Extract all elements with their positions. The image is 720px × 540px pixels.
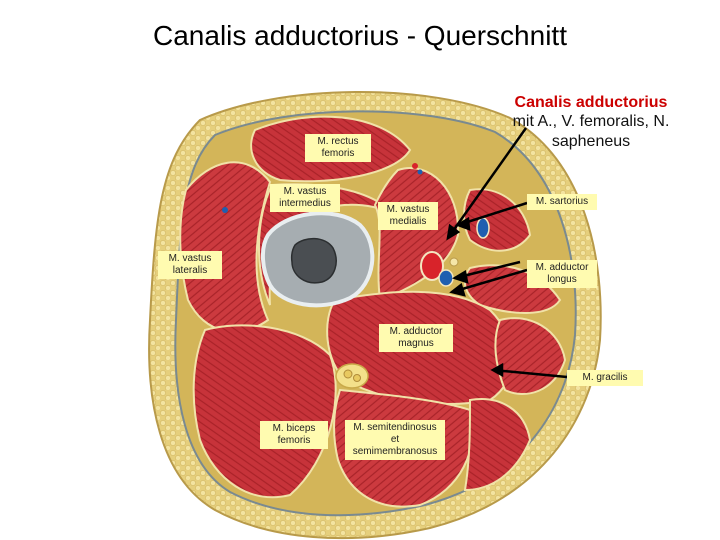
bone-marrow [290, 237, 337, 284]
semimembranosus-muscle [463, 398, 532, 492]
label-vastus-intermedius: M. vastus intermedius [270, 184, 340, 212]
label-rectus-femoris: M. rectus femoris [305, 134, 371, 162]
label-vastus-lateralis: M. vastus lateralis [158, 251, 222, 279]
femoral-artery [420, 251, 444, 281]
canal-caption: Canalis adductorius mit A., V. femoralis… [486, 94, 696, 152]
page-title: Canalis adductorius - Querschnitt [153, 20, 567, 51]
saphenous-nerve [449, 257, 459, 267]
label-adductor-magnus: M. adductor magnus [379, 324, 453, 352]
canal-caption-text: mit A., V. femoralis, N. sapheneus [512, 113, 670, 150]
label-biceps-femoris: M. biceps femoris [260, 421, 328, 449]
pointer-arrows [446, 127, 568, 379]
label-gracilis: M. gracilis [567, 370, 643, 386]
label-sartorius: M. sartorius [527, 194, 597, 210]
vastus-lateralis-muscle [179, 161, 272, 333]
label-vastus-medialis: M. vastus medialis [378, 202, 438, 230]
label-semitendinosus-semimembranosus: M. semitendinosus et semimembranosus [345, 420, 445, 460]
biceps-femoris-muscle [192, 324, 337, 499]
great-saphenous-vein [476, 217, 490, 239]
canal-caption-heading: Canalis adductorius [514, 94, 668, 111]
femoral-vein [438, 269, 454, 287]
label-adductor-longus: M. adductor longus [527, 260, 597, 288]
